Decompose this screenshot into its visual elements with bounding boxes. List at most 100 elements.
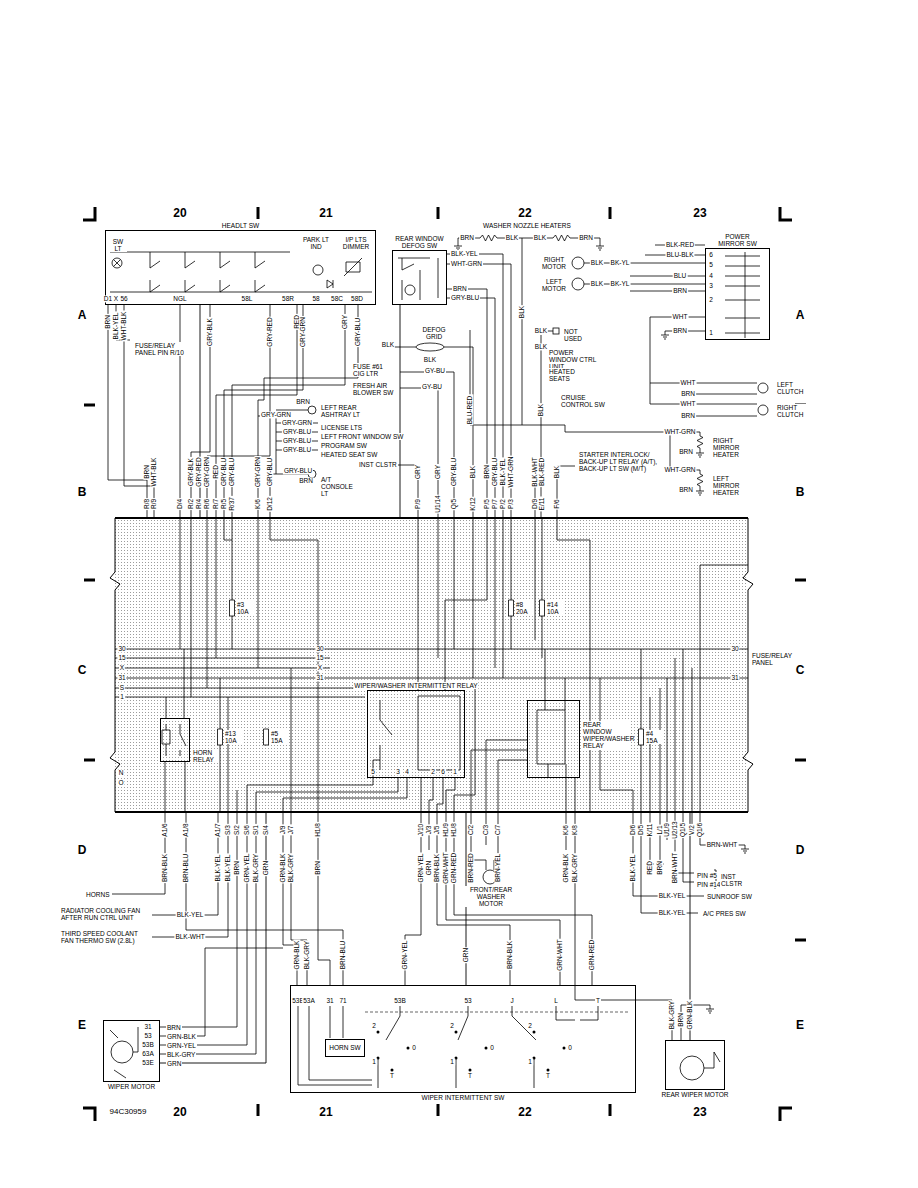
wire-label: GY-BU [421,383,443,390]
wire-label: 0 [411,1044,417,1051]
relay-box: HORN RELAY [160,718,190,762]
callout-label: LEFT MOTOR [538,278,570,292]
wire-label: U1/14 [434,494,441,513]
wire-label: 53E [141,1059,155,1066]
wire-label: WASHER NOZZLE HEATERS [482,222,572,229]
wire-label: X [119,664,125,671]
wiring-group [83,207,806,1121]
wire-label: GRY-GRN [260,411,292,418]
motor-symbol [572,278,584,290]
callout-label: BRN [452,285,468,292]
wire-label: J/5 [433,825,440,836]
wire-label: BLK-GRY [303,940,310,970]
callout-label: HORNS [85,891,110,898]
ground-symbols [454,243,749,1013]
callout-label: THIRD SPEED COOLANT FAN THERMO SW (2.8L) [60,930,144,944]
wire-label: 30 [117,645,126,652]
callout-label: LEFT MIRROR HEATER [712,475,754,496]
not-used-terminal [553,328,559,334]
callout-label: CRUISE CONTROL SW [560,394,607,408]
wire-label: BLK-RED [665,241,695,248]
wire-label: 0 [567,1044,573,1051]
wire-label: GRY-GRN [203,456,210,488]
wire-label: 58 [311,295,320,302]
wire-label: WHT [680,379,697,386]
panel-shading [115,518,748,812]
wire-label: 15 [117,654,126,661]
wire-label: BLK-YEL [658,909,687,916]
wire-label: K/11 [646,823,653,838]
motor-box: REAR WIPER MOTOR [665,1040,725,1090]
wire-label: WHT-GRN [507,455,514,488]
wire-label: Q1/5 [679,822,686,838]
wire-label: GRY-BLU [450,457,457,487]
wire-label: R/37 [228,496,235,512]
wire-label: 3 [395,768,401,775]
callout-label: FUSE #61 CIG LTR [352,363,390,377]
wire-label: L [553,997,559,1004]
wire-label: 2 [430,768,436,775]
wire-label: 53A [302,997,316,1004]
callout-label: PIN #5 [696,872,718,879]
wire-label: A1/6 [161,822,168,837]
lower-wires [112,812,745,1054]
wire-label: T [595,997,601,1004]
wire-label: BLK [590,280,604,287]
grid-reference: D [77,844,88,856]
callout-label: HEATED SEATS [548,368,586,382]
wire-label: F/6 [553,498,560,509]
wire-label: R/2 [187,498,194,510]
wire-label: BK-YL [610,259,631,266]
wire-label: 53 [143,1032,152,1039]
wire-label: WHT-GRN [663,428,696,435]
wire-label: U1/9 [663,822,670,838]
wire-label: S/3 [224,824,231,836]
wire-label: GRN [262,860,269,876]
wire-label: GRY [341,314,348,330]
wire-label: D/12 [266,496,273,512]
wire-label: 58C [330,295,344,302]
callout-label: FRONT/REAR WASHER MOTOR [465,886,517,907]
callout-label: #8 20A [515,601,533,615]
wire-label: BLK-YEL [112,312,119,341]
wire-label: J/7 [287,825,294,836]
switch-box: HEADLT SW [105,230,376,305]
callout-label: INST CLSTR [720,873,750,887]
wire-label: 2 [527,1022,533,1029]
wire-label: BK-YL [610,280,631,287]
wire-label: BLK-GRY [287,853,294,883]
grid-reference: 21 [318,207,333,219]
wire-label: BRN [672,287,688,294]
grid-reference: E [795,1019,805,1031]
component-label: REAR WIPER MOTOR [660,1091,729,1098]
wire-label: 4 [404,768,410,775]
wire-label: 15 [315,654,324,661]
wire-label: GRN-RED [450,852,457,884]
wire-label: 63A [141,1050,155,1057]
wire-label: BRN [233,860,240,876]
callout-label: LEFT CLUTCH [776,381,808,395]
callout-label: A/C PRES SW [702,910,747,917]
wire-label: P/5 [483,498,490,510]
wire-label: BRN [656,860,663,876]
wire-label: R/5 [220,498,227,510]
wire-label: 6 [708,251,714,258]
switch-link [365,1012,630,1013]
wire-label: BLK [423,356,437,363]
callout-label: DEFOG GRID [420,326,448,340]
wiper-switch-internals [298,1006,598,1088]
wire-label: BLK-YEL [658,892,687,899]
relay-box: WIPER/WASHER INTERMITTENT RELAY [367,690,465,778]
wire-label: R/9 [150,498,157,510]
grid-reference: 22 [517,207,532,219]
wire-label: WHT [672,313,689,320]
wire-label: GRY-GRN [254,456,261,488]
callout-label: PARK LT IND [298,236,334,250]
wire-label: J/3 [425,825,432,836]
component-label: HORN RELAY [192,749,218,763]
wire-label: BLK-GRY [668,1000,675,1030]
callout-label: FUSE/RELAY PANEL PIN R/10 [134,342,186,356]
